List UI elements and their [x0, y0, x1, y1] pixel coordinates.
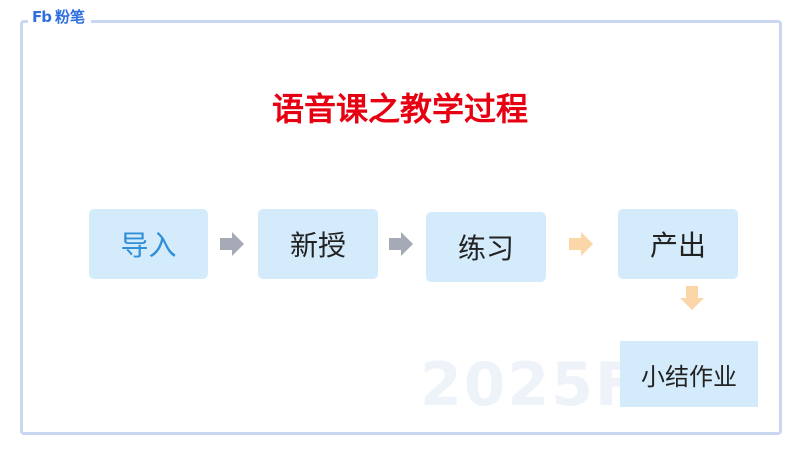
logo: Fb 粉笔	[28, 6, 91, 27]
step-output: 产出	[618, 209, 738, 279]
watermark: 2025F	[420, 350, 638, 420]
gray-right-arrow-icon	[389, 232, 413, 256]
gray-right-arrow-icon	[220, 232, 244, 256]
logo-mark: Fb	[32, 7, 52, 26]
step-new-lesson: 新授	[258, 209, 378, 279]
step-summary-homework: 小结作业	[620, 341, 758, 407]
logo-text: 粉笔	[54, 8, 85, 26]
orange-right-arrow-icon	[569, 232, 593, 256]
step-practice: 练习	[426, 212, 546, 282]
slide-title: 语音课之教学过程	[271, 90, 528, 128]
step-intro: 导入	[89, 209, 208, 279]
orange-down-arrow-icon	[680, 286, 704, 310]
